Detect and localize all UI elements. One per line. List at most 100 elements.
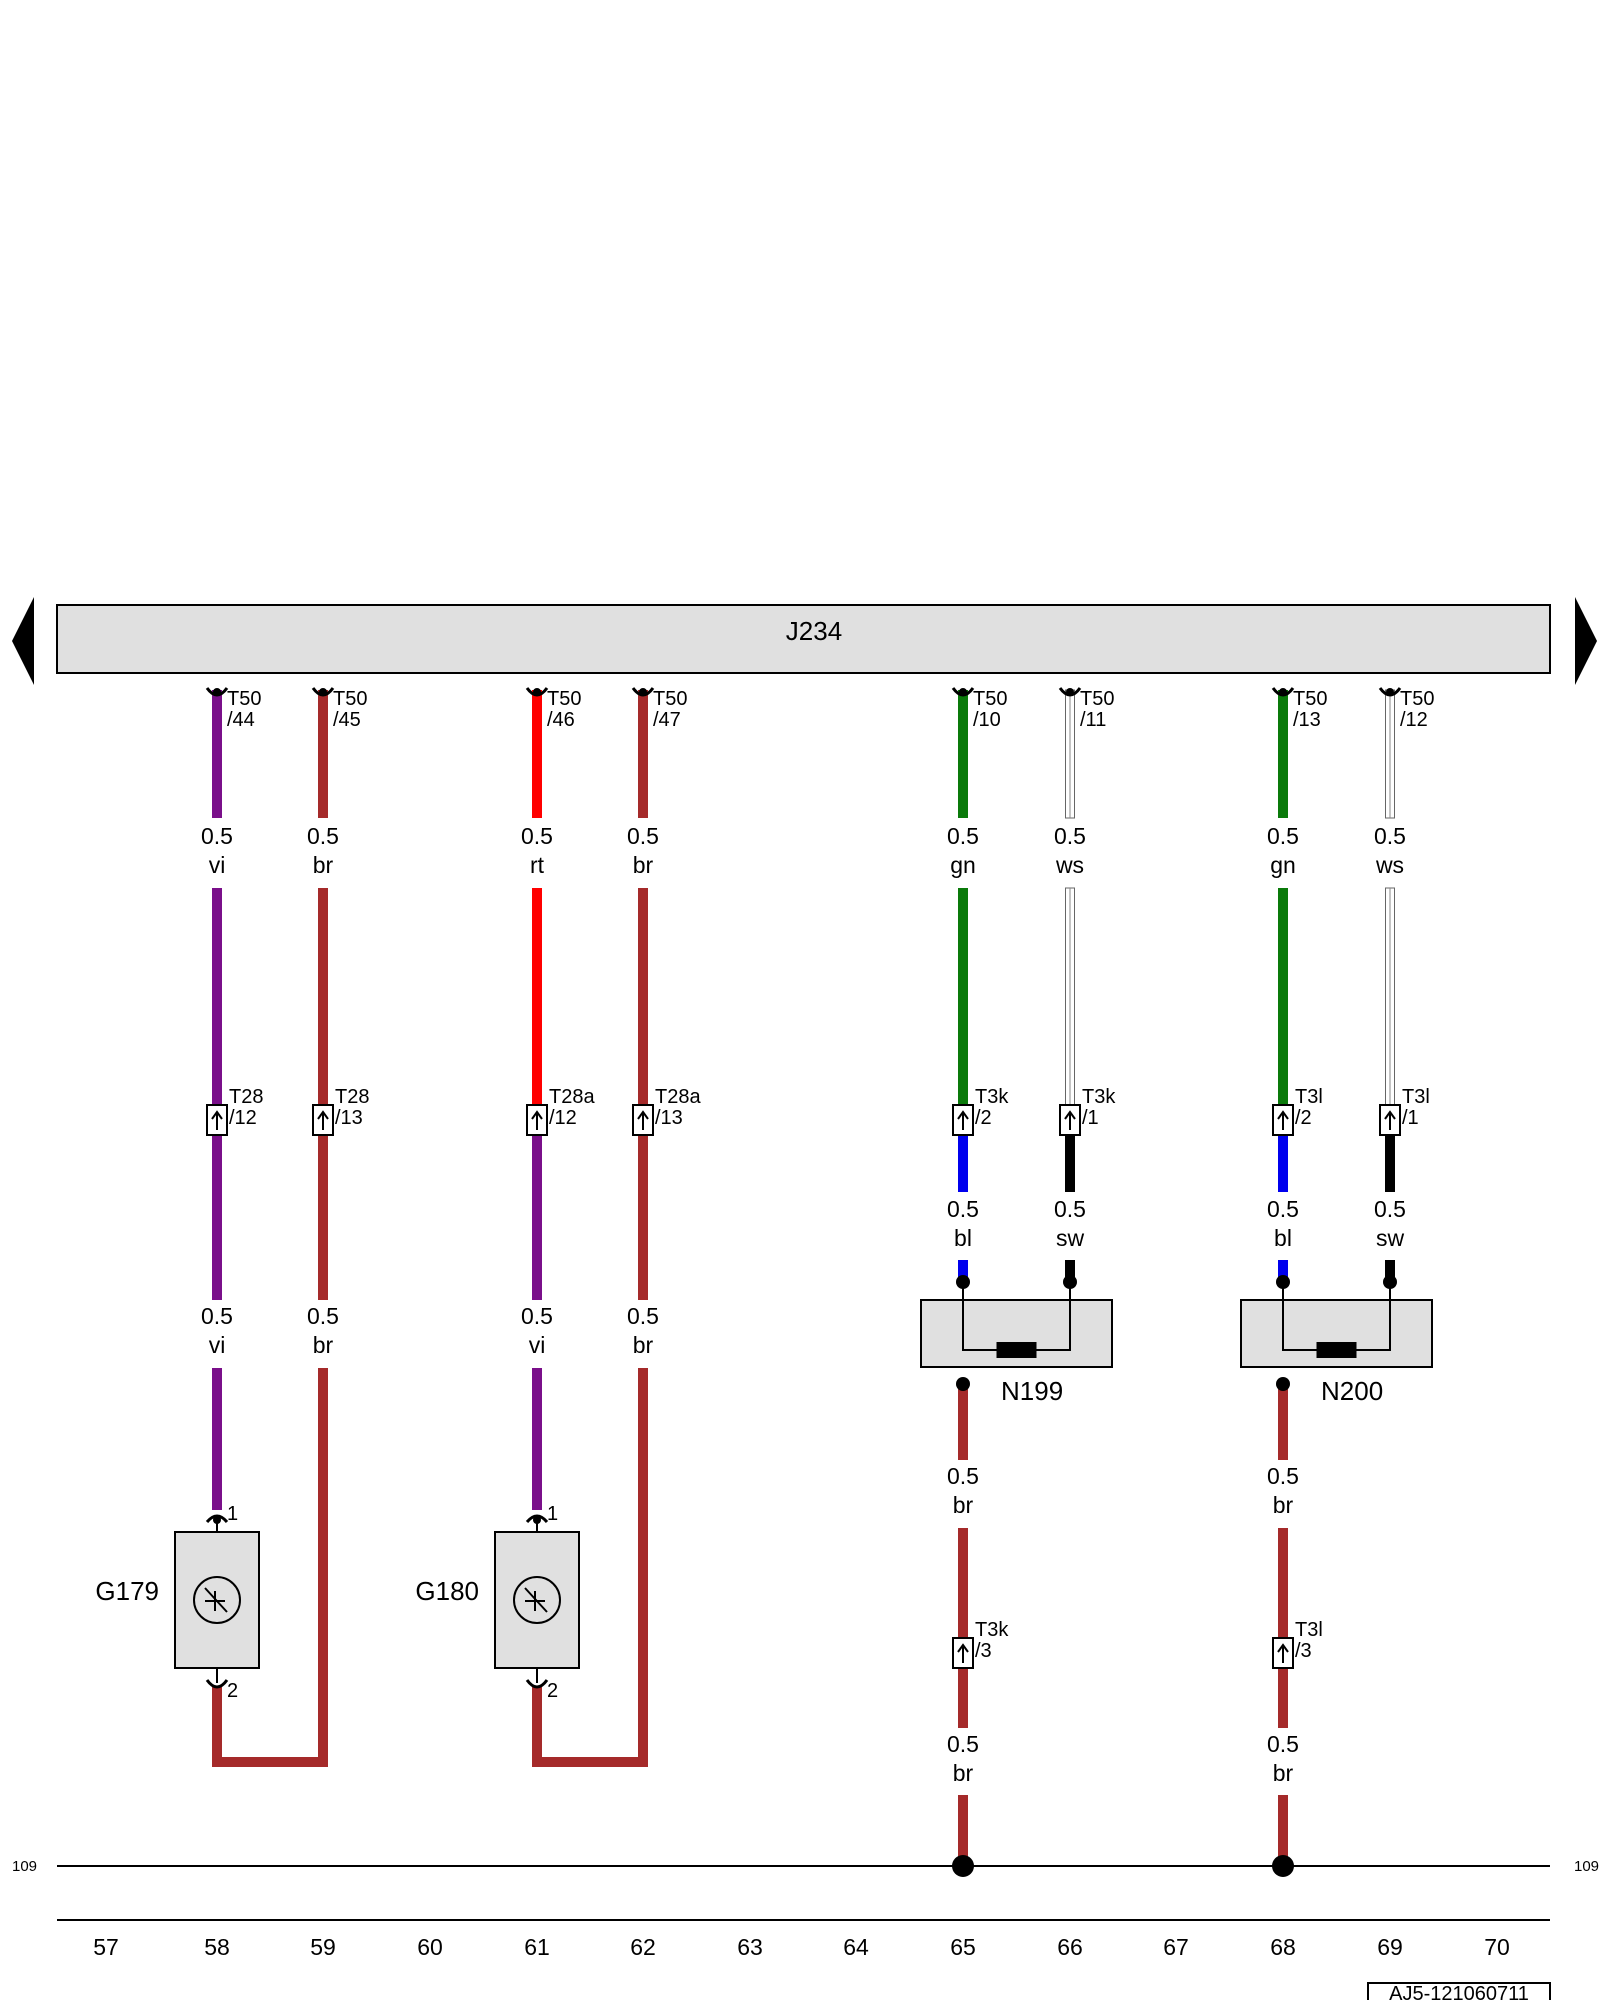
column-number: 64: [843, 1934, 869, 1960]
wire-size-label: 0.5: [201, 1303, 233, 1329]
column-number: 59: [310, 1934, 336, 1960]
pin-dot: [533, 688, 541, 696]
wire-size-label: 0.5: [1054, 823, 1086, 849]
pin-label: T50: [653, 688, 687, 710]
arrow-left-icon: [12, 597, 34, 685]
wire-color-label: sw: [1056, 1225, 1085, 1251]
connector-label: T28: [335, 1086, 369, 1108]
wire-size-label: 0.5: [1374, 1196, 1406, 1222]
sensor-arrow-icon: [204, 1587, 228, 1613]
connector-label: T3k: [975, 1619, 1009, 1641]
pin-label: /12: [1400, 709, 1428, 731]
column-number: 63: [737, 1934, 763, 1960]
terminal-dot: [1276, 1377, 1290, 1391]
pin-dot: [319, 688, 327, 696]
ground-junction-dot: [1272, 1855, 1294, 1877]
wire-color-label: gn: [950, 852, 976, 878]
sensor-label: G179: [95, 1576, 159, 1606]
wire-color-label: ws: [1375, 852, 1404, 878]
parts-layer: [174, 687, 1433, 1877]
wire-size-label: 0.5: [1267, 823, 1299, 849]
connector-arrow-icon: [531, 1110, 543, 1130]
ground-junction-dot: [952, 1855, 974, 1877]
pin-label: T50: [1293, 688, 1327, 710]
connector-label: /12: [229, 1107, 257, 1129]
wire-color-label: br: [313, 1332, 334, 1358]
wire-size-label: 0.5: [521, 1303, 553, 1329]
column-number: 68: [1270, 1934, 1296, 1960]
sensor-symbol-icon: [513, 1576, 561, 1624]
valve-label: N199: [1001, 1376, 1063, 1406]
valve-label: N200: [1321, 1376, 1383, 1406]
coil-icon: [1316, 1342, 1357, 1358]
pin-label: T50: [333, 688, 367, 710]
wire-size-label: 0.5: [307, 1303, 339, 1329]
wire-color-label: gn: [1270, 852, 1296, 878]
pin-dot: [959, 688, 967, 696]
wire-size-label: 0.5: [627, 823, 659, 849]
connector-label: T28: [229, 1086, 263, 1108]
column-number: 67: [1163, 1934, 1189, 1960]
pin-label: 1: [547, 1503, 558, 1525]
return-wire: [212, 1368, 328, 1767]
wire-color-label: br: [633, 852, 654, 878]
wire-size-label: 0.5: [1267, 1463, 1299, 1489]
pin-label: 2: [227, 1680, 238, 1702]
column-number: 66: [1057, 1934, 1083, 1960]
wire-size-label: 0.5: [947, 823, 979, 849]
sensor-arrow-icon: [524, 1587, 548, 1613]
connector-label: /3: [1295, 1640, 1312, 1662]
wire-size-label: 0.5: [947, 1463, 979, 1489]
wire-size-label: 0.5: [1267, 1731, 1299, 1757]
column-number: 57: [93, 1934, 119, 1960]
connector-label: /2: [1295, 1107, 1312, 1129]
pin-label: T50: [1400, 688, 1434, 710]
pin-dot: [213, 688, 221, 696]
column-number: 60: [417, 1934, 443, 1960]
wire-color-label: br: [633, 1332, 654, 1358]
connector-label: /1: [1082, 1107, 1099, 1129]
pin-contact-icon: [525, 1679, 549, 1689]
wire-color-label: br: [1273, 1760, 1294, 1786]
wire-color-label: vi: [529, 1332, 546, 1358]
wire-color-label: bl: [954, 1225, 972, 1251]
pin-label: 2: [547, 1680, 558, 1702]
wire-color-label: sw: [1376, 1225, 1405, 1251]
pin-label: /47: [653, 709, 681, 731]
connector-label: /3: [975, 1640, 992, 1662]
terminal-dot: [956, 1377, 970, 1391]
sensor-symbol-icon: [193, 1576, 241, 1624]
column-number: 65: [950, 1934, 976, 1960]
connector-label: T3l: [1295, 1619, 1323, 1641]
wire-color-label: rt: [530, 852, 545, 878]
return-wire: [532, 1368, 648, 1767]
wire-color-label: br: [1273, 1492, 1294, 1518]
column-number: 62: [630, 1934, 656, 1960]
pin-label: /11: [1080, 709, 1106, 731]
wire-color-label: br: [953, 1760, 974, 1786]
connector-arrow-icon: [211, 1110, 223, 1130]
pin-label: /46: [547, 709, 575, 731]
pin-dot: [1066, 688, 1074, 696]
connector-arrow-icon: [957, 1110, 969, 1130]
pin-dot: [1386, 688, 1394, 696]
control-unit-label: J234: [786, 616, 842, 646]
pin-label: T50: [1080, 688, 1114, 710]
control-unit-bar: [56, 604, 1551, 674]
wire-size-label: 0.5: [627, 1303, 659, 1329]
arrow-right-icon: [1575, 597, 1597, 685]
wire-size-label: 0.5: [307, 823, 339, 849]
wire-size-label: 0.5: [521, 823, 553, 849]
connector-arrow-icon: [1064, 1110, 1076, 1130]
connector-arrow-icon: [637, 1110, 649, 1130]
sensor-label: G180: [415, 1576, 479, 1606]
connector-arrow-icon: [957, 1643, 969, 1663]
wire-color-label: bl: [1274, 1225, 1292, 1251]
wire-color-label: br: [313, 852, 334, 878]
pin-label: 1: [227, 1503, 238, 1525]
connector-label: /13: [335, 1107, 363, 1129]
wires-layer: [212, 689, 1395, 1866]
coil-icon: [996, 1342, 1037, 1358]
wire-size-label: 0.5: [1267, 1196, 1299, 1222]
